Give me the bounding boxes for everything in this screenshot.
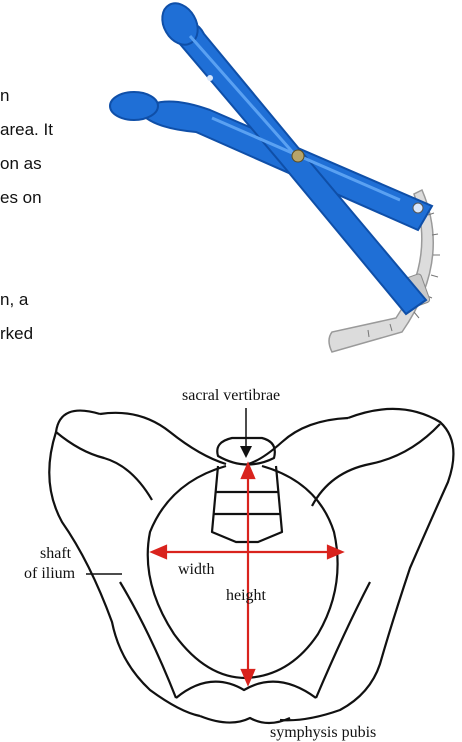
label-symphysis-pubis: symphysis pubis — [270, 724, 376, 741]
label-width: width — [178, 561, 214, 578]
label-sacral-vertebrae: sacral vertibrae — [182, 387, 280, 404]
text-fragment-3: on as — [0, 154, 100, 174]
text-fragment-1: n — [0, 86, 20, 106]
text-fragment-5: n, a — [0, 290, 100, 310]
label-shaft-of-ilium-1: shaft — [40, 545, 72, 562]
caliper-pivot-screw — [292, 150, 304, 162]
label-shaft-of-ilium-2: of ilium — [24, 565, 76, 582]
pelvis-diagram: sacral vertibrae shaft of ilium width he… — [0, 372, 462, 742]
text-fragment-6: rked — [0, 324, 100, 344]
text-fragment-2: area. It — [0, 120, 100, 140]
height-arrow — [242, 464, 254, 684]
pelvimeter-image — [100, 0, 462, 356]
text-fragment-4: es on — [0, 188, 100, 208]
label-height: height — [226, 587, 267, 604]
